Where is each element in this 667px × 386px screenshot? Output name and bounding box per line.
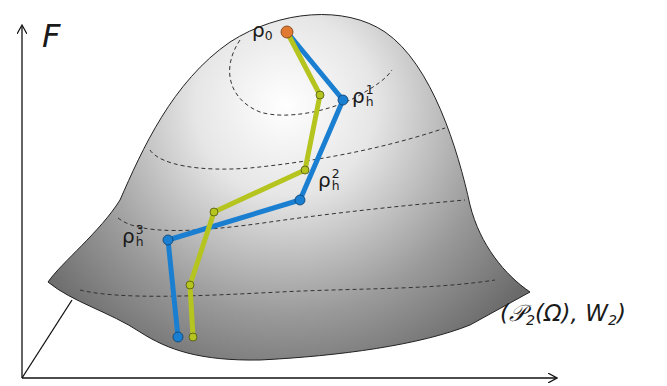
label-text: ρ <box>352 86 365 106</box>
script-stack: 1h <box>366 84 374 108</box>
label-text: ρ <box>252 20 265 40</box>
label-text: h <box>366 96 374 108</box>
label-text: (𝒫 <box>500 302 526 325</box>
label-text: 1 <box>366 84 374 96</box>
axis-label: F <box>42 20 60 52</box>
space-label: (𝒫2(Ω), W2) <box>500 302 626 325</box>
label-text: 2 <box>332 168 340 180</box>
label-text: 2 <box>526 313 535 327</box>
path-points <box>163 26 348 342</box>
label-text: 0 <box>265 30 273 42</box>
point-label: ρ3h <box>122 224 144 248</box>
script-stack: 3h <box>136 224 144 248</box>
point-label: ρ0 <box>252 20 273 40</box>
label-text: (Ω), W <box>535 302 608 325</box>
horizontal-axis <box>22 377 556 378</box>
label-text: 3 <box>136 224 144 236</box>
label-text: F <box>42 20 60 52</box>
label-text: h <box>332 180 340 192</box>
depth-axis <box>22 300 72 378</box>
label-text: ) <box>617 302 626 325</box>
point-label: ρ1h <box>352 84 374 108</box>
energy-surface <box>48 15 530 361</box>
green-path <box>190 32 320 337</box>
label-text: ρ <box>122 226 135 246</box>
label-text: h <box>136 236 144 248</box>
label-text: ρ <box>318 170 331 190</box>
vertical-axis <box>21 26 22 378</box>
point-label: ρ2h <box>318 168 340 192</box>
blue-path <box>168 32 343 337</box>
label-text: 2 <box>608 313 617 327</box>
level-curves <box>80 40 495 296</box>
script-stack: 2h <box>332 168 340 192</box>
